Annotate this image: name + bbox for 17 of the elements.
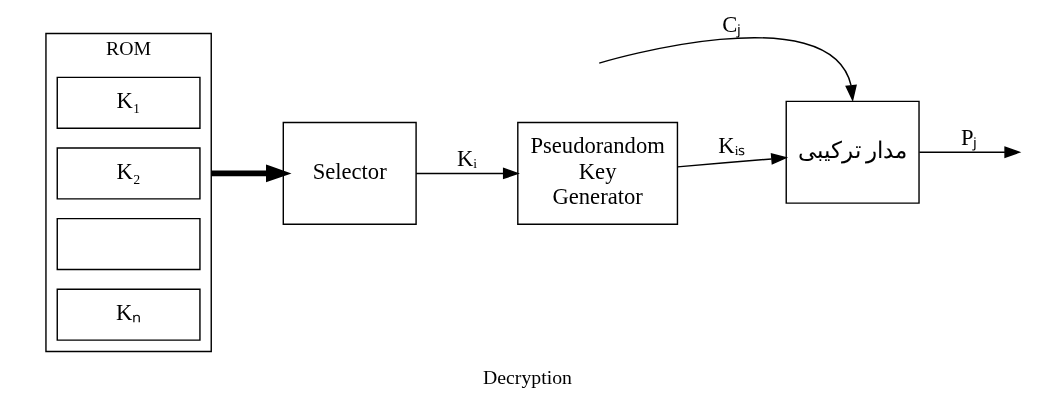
arrow (211, 164, 292, 183)
edge-label: Cⱼ (722, 11, 742, 37)
edge-label: Kᵢ (456, 146, 477, 172)
node-box: K₂ (56, 147, 201, 200)
node-box: Kₙ (56, 288, 201, 341)
arrow (676, 153, 789, 168)
node-box: مدار ترکیبی (785, 100, 920, 204)
arrow (918, 146, 1022, 159)
node-box: Pseudorandom Key Generator (517, 121, 679, 225)
caption: Decryption (483, 366, 572, 389)
edge-label: Pⱼ (960, 124, 978, 150)
node-box: Selector (282, 121, 417, 225)
arrow (598, 37, 857, 103)
arrow (415, 167, 520, 180)
node-box (56, 217, 201, 271)
node-box: K₁ (56, 76, 201, 129)
edge-label: Kᵢₛ (718, 133, 746, 159)
